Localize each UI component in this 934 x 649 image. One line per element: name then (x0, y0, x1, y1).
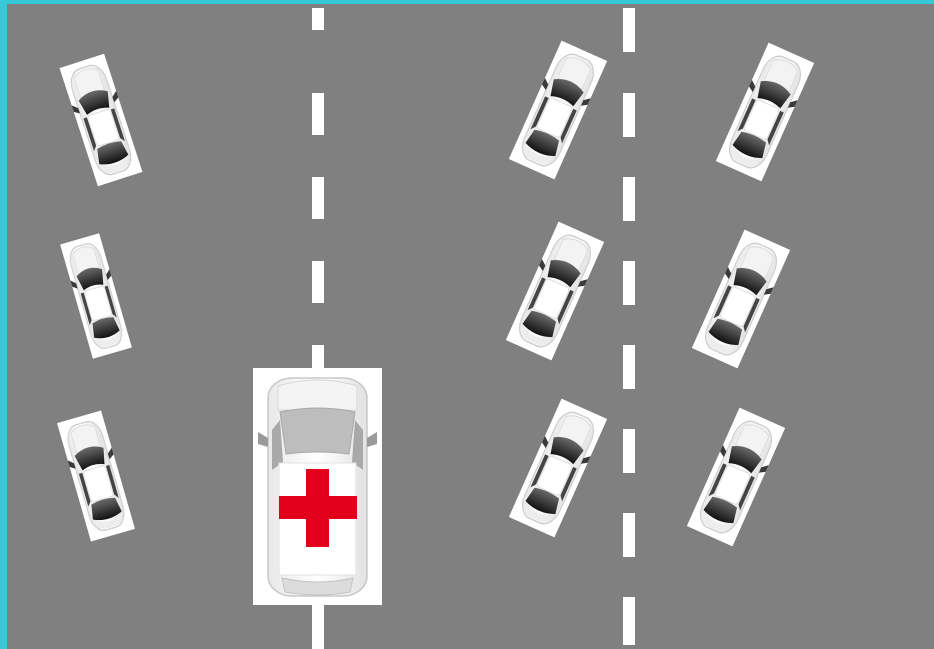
ambulance (253, 368, 382, 605)
